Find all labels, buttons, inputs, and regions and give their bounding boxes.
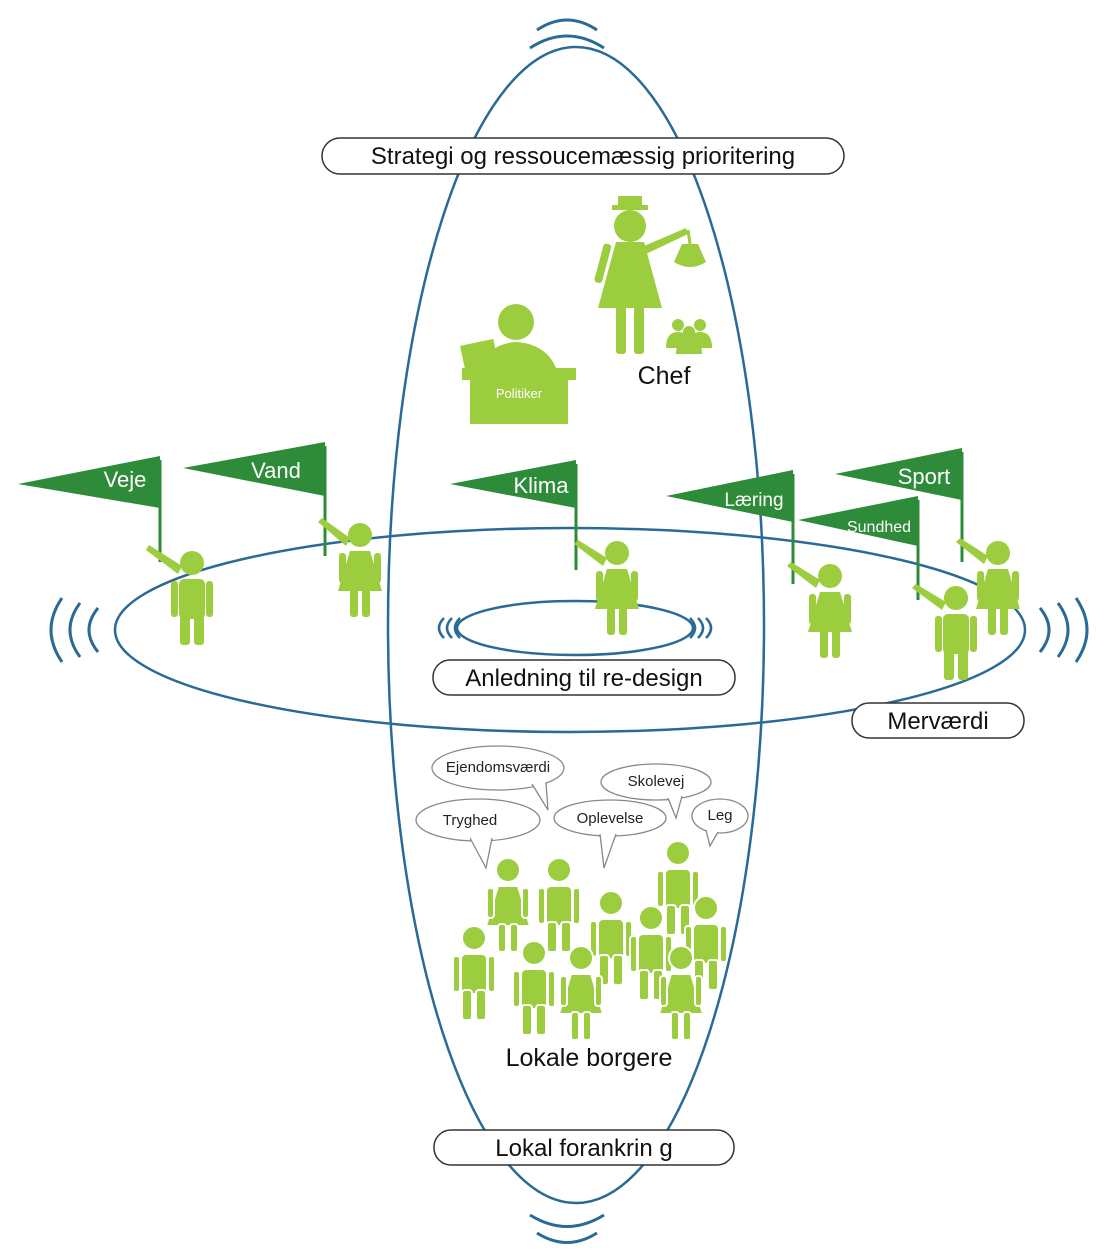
person-icon-sport: [956, 538, 1020, 635]
speech-bubble-icon-leg: Leg: [691, 798, 749, 848]
person-icon-citizen: [558, 945, 604, 1041]
svg-text:Tryghed: Tryghed: [443, 812, 497, 829]
svg-text:Sundhed: Sundhed: [847, 519, 911, 536]
svg-text:Lokal forankrin g: Lokal forankrin g: [495, 1135, 672, 1162]
svg-text:Vand: Vand: [251, 458, 301, 483]
local-anchoring-label: Lokal forankrin g: [433, 1129, 735, 1166]
flag-icon-laering: Læring: [666, 470, 795, 584]
people-group-icon: [666, 319, 712, 354]
svg-text:Skolevej: Skolevej: [628, 773, 685, 790]
vertical-ring: [386, 45, 766, 1205]
svg-text:Sport: Sport: [898, 464, 951, 489]
citizens-crowd: [452, 840, 728, 1041]
signal-waves-icon-bottom: [529, 1213, 605, 1244]
speech-bubble-icon-ejendomsvaerdi: Ejendomsværdi: [431, 745, 565, 811]
person-icon-klima: [574, 540, 639, 635]
horizontal-ring: [113, 526, 1027, 734]
person-icon-citizen: [512, 940, 556, 1036]
flag-icon-klima: Klima: [450, 460, 578, 570]
svg-text:Strategi og ressoucemæssig pri: Strategi og ressoucemæssig prioritering: [371, 143, 795, 170]
signal-waves-icon-top: [529, 18, 605, 50]
person-icon-vand: [318, 518, 382, 617]
svg-text:Politiker: Politiker: [496, 386, 543, 401]
person-icon-citizen: [452, 925, 496, 1021]
svg-text:Veje: Veje: [104, 467, 147, 492]
flag-icon-vand: Vand: [183, 442, 327, 556]
person-icon-sundhed: [912, 584, 977, 680]
svg-text:Oplevelse: Oplevelse: [577, 810, 644, 827]
podium-icon: Politiker: [462, 368, 576, 424]
svg-text:Ejendomsværdi: Ejendomsværdi: [446, 759, 550, 776]
strategy-label: Strategi og ressoucemæssig prioritering: [321, 137, 845, 175]
redesign-label: Anledning til re-design: [432, 659, 736, 696]
person-icon-citizen: [485, 857, 531, 953]
person-icon-laering: [787, 562, 852, 658]
signal-waves-icon-right: [1038, 597, 1089, 663]
person-icon-veje: [146, 545, 213, 645]
flag-icon-sundhed: Sundhed: [798, 496, 920, 600]
signal-waves-icon-left: [49, 597, 100, 663]
chef-label: Chef: [638, 362, 691, 390]
signal-waves-icon-inner: [437, 617, 713, 639]
flag-icon-veje: Veje: [18, 456, 162, 562]
person-icon-citizen: [537, 857, 581, 953]
svg-text:Klima: Klima: [513, 473, 569, 498]
person-icon-citizen: [589, 890, 633, 986]
speech-bubble-icon-oplevelse: Oplevelse: [553, 799, 667, 869]
svg-text:Læring: Læring: [724, 490, 783, 511]
money-bag-icon: [674, 229, 706, 267]
inner-ring: [455, 599, 695, 657]
added-value-label: Merværdi: [851, 702, 1025, 739]
citizens-label: Lokale borgere: [506, 1044, 673, 1072]
svg-text:Anledning til re-design: Anledning til re-design: [465, 665, 702, 692]
chef-figure: [594, 196, 688, 354]
svg-text:Leg: Leg: [707, 807, 732, 824]
svg-text:Merværdi: Merværdi: [887, 708, 988, 735]
politician-figure: [460, 304, 556, 378]
speech-bubble-icon-tryghed: Tryghed: [415, 798, 541, 870]
speech-bubble-icon-skolevej: Skolevej: [600, 763, 712, 821]
